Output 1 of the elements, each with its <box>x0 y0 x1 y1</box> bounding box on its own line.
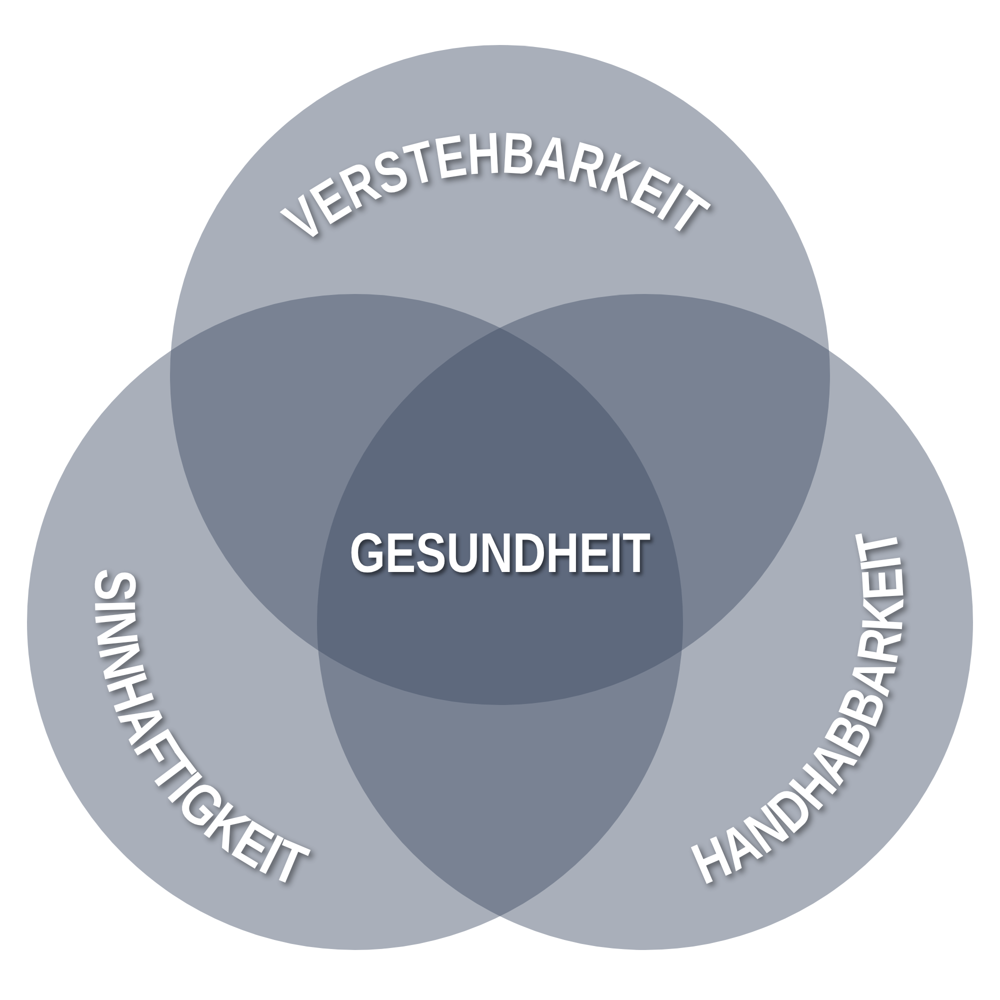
center-label: GESUNDHEIT <box>349 522 651 584</box>
